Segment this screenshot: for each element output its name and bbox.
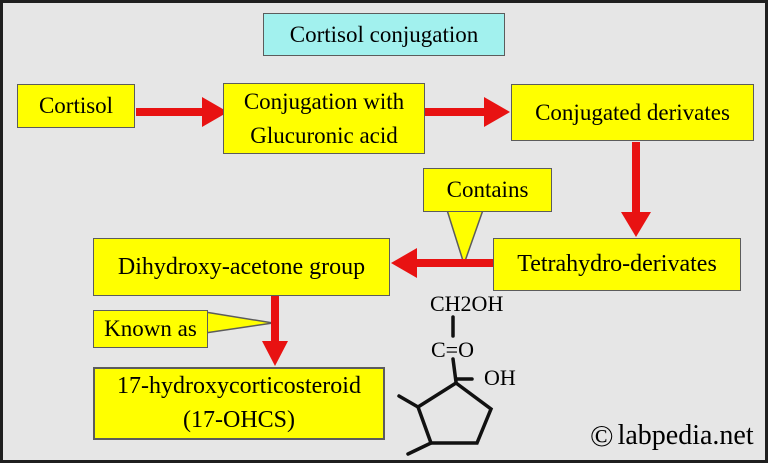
chem-label-hydroxyl: OH	[484, 365, 516, 390]
watermark: © labpedia.net	[590, 420, 754, 451]
arrow-conjugation-to-derivates-icon	[425, 97, 510, 127]
ring-substituent-bonds	[397, 394, 433, 456]
chem-label-carbonyl: C=O	[431, 337, 474, 362]
title-box: Cortisol conjugation	[263, 13, 505, 56]
copyright-icon: ©	[590, 418, 614, 453]
node-ohcs-line1: 17-hydroxycorticosteroid	[117, 372, 361, 399]
node-ohcs: 17-hydroxycorticosteroid (17-OHCS)	[93, 367, 385, 440]
node-conjugation-line1: Conjugation with	[243, 89, 405, 115]
known-as-callout-tail	[204, 311, 274, 334]
ring-substituent-lower	[406, 441, 433, 456]
node-tetrahydro-derivates-label: Tetrahydro-derivates	[517, 251, 717, 278]
node-cortisol-label: Cortisol	[38, 93, 114, 119]
steroid-side-chain-bonds	[451, 315, 474, 384]
callout-known-as-label: Known as	[104, 316, 197, 342]
ring-substituent-upper	[397, 394, 420, 409]
contains-callout-tail	[445, 209, 485, 267]
arrow-cortisol-to-conjugation-icon	[136, 97, 228, 127]
node-tetrahydro-derivates: Tetrahydro-derivates	[493, 238, 741, 291]
callout-contains-label: Contains	[446, 177, 529, 203]
node-dihydroxy-acetone: Dihydroxy-acetone group	[93, 238, 390, 296]
node-cortisol: Cortisol	[17, 84, 135, 128]
callout-known-as: Known as	[93, 310, 208, 348]
chem-label-ch2oh: CH2OH	[430, 291, 504, 316]
node-dihydroxy-acetone-label: Dihydroxy-acetone group	[117, 253, 366, 280]
page-title: Cortisol conjugation	[289, 21, 479, 47]
cyclopentane-ring	[415, 380, 494, 445]
watermark-site-label: labpedia.net	[617, 419, 754, 451]
arrow-dihydroxy-to-ohcs-icon	[262, 296, 288, 366]
arrow-derivates-to-tetrahydro-icon	[621, 142, 651, 237]
callout-contains: Contains	[423, 168, 552, 212]
node-conjugated-derivates: Conjugated derivates	[511, 84, 754, 141]
node-conjugation-line2: Glucuronic acid	[250, 122, 398, 148]
arrow-tetrahydro-to-dihydroxy-icon	[391, 248, 493, 278]
node-ohcs-line2: (17-OHCS)	[183, 406, 295, 433]
node-conjugated-derivates-label: Conjugated derivates	[535, 99, 730, 125]
node-conjugation: Conjugation with Glucuronic acid	[223, 83, 425, 154]
